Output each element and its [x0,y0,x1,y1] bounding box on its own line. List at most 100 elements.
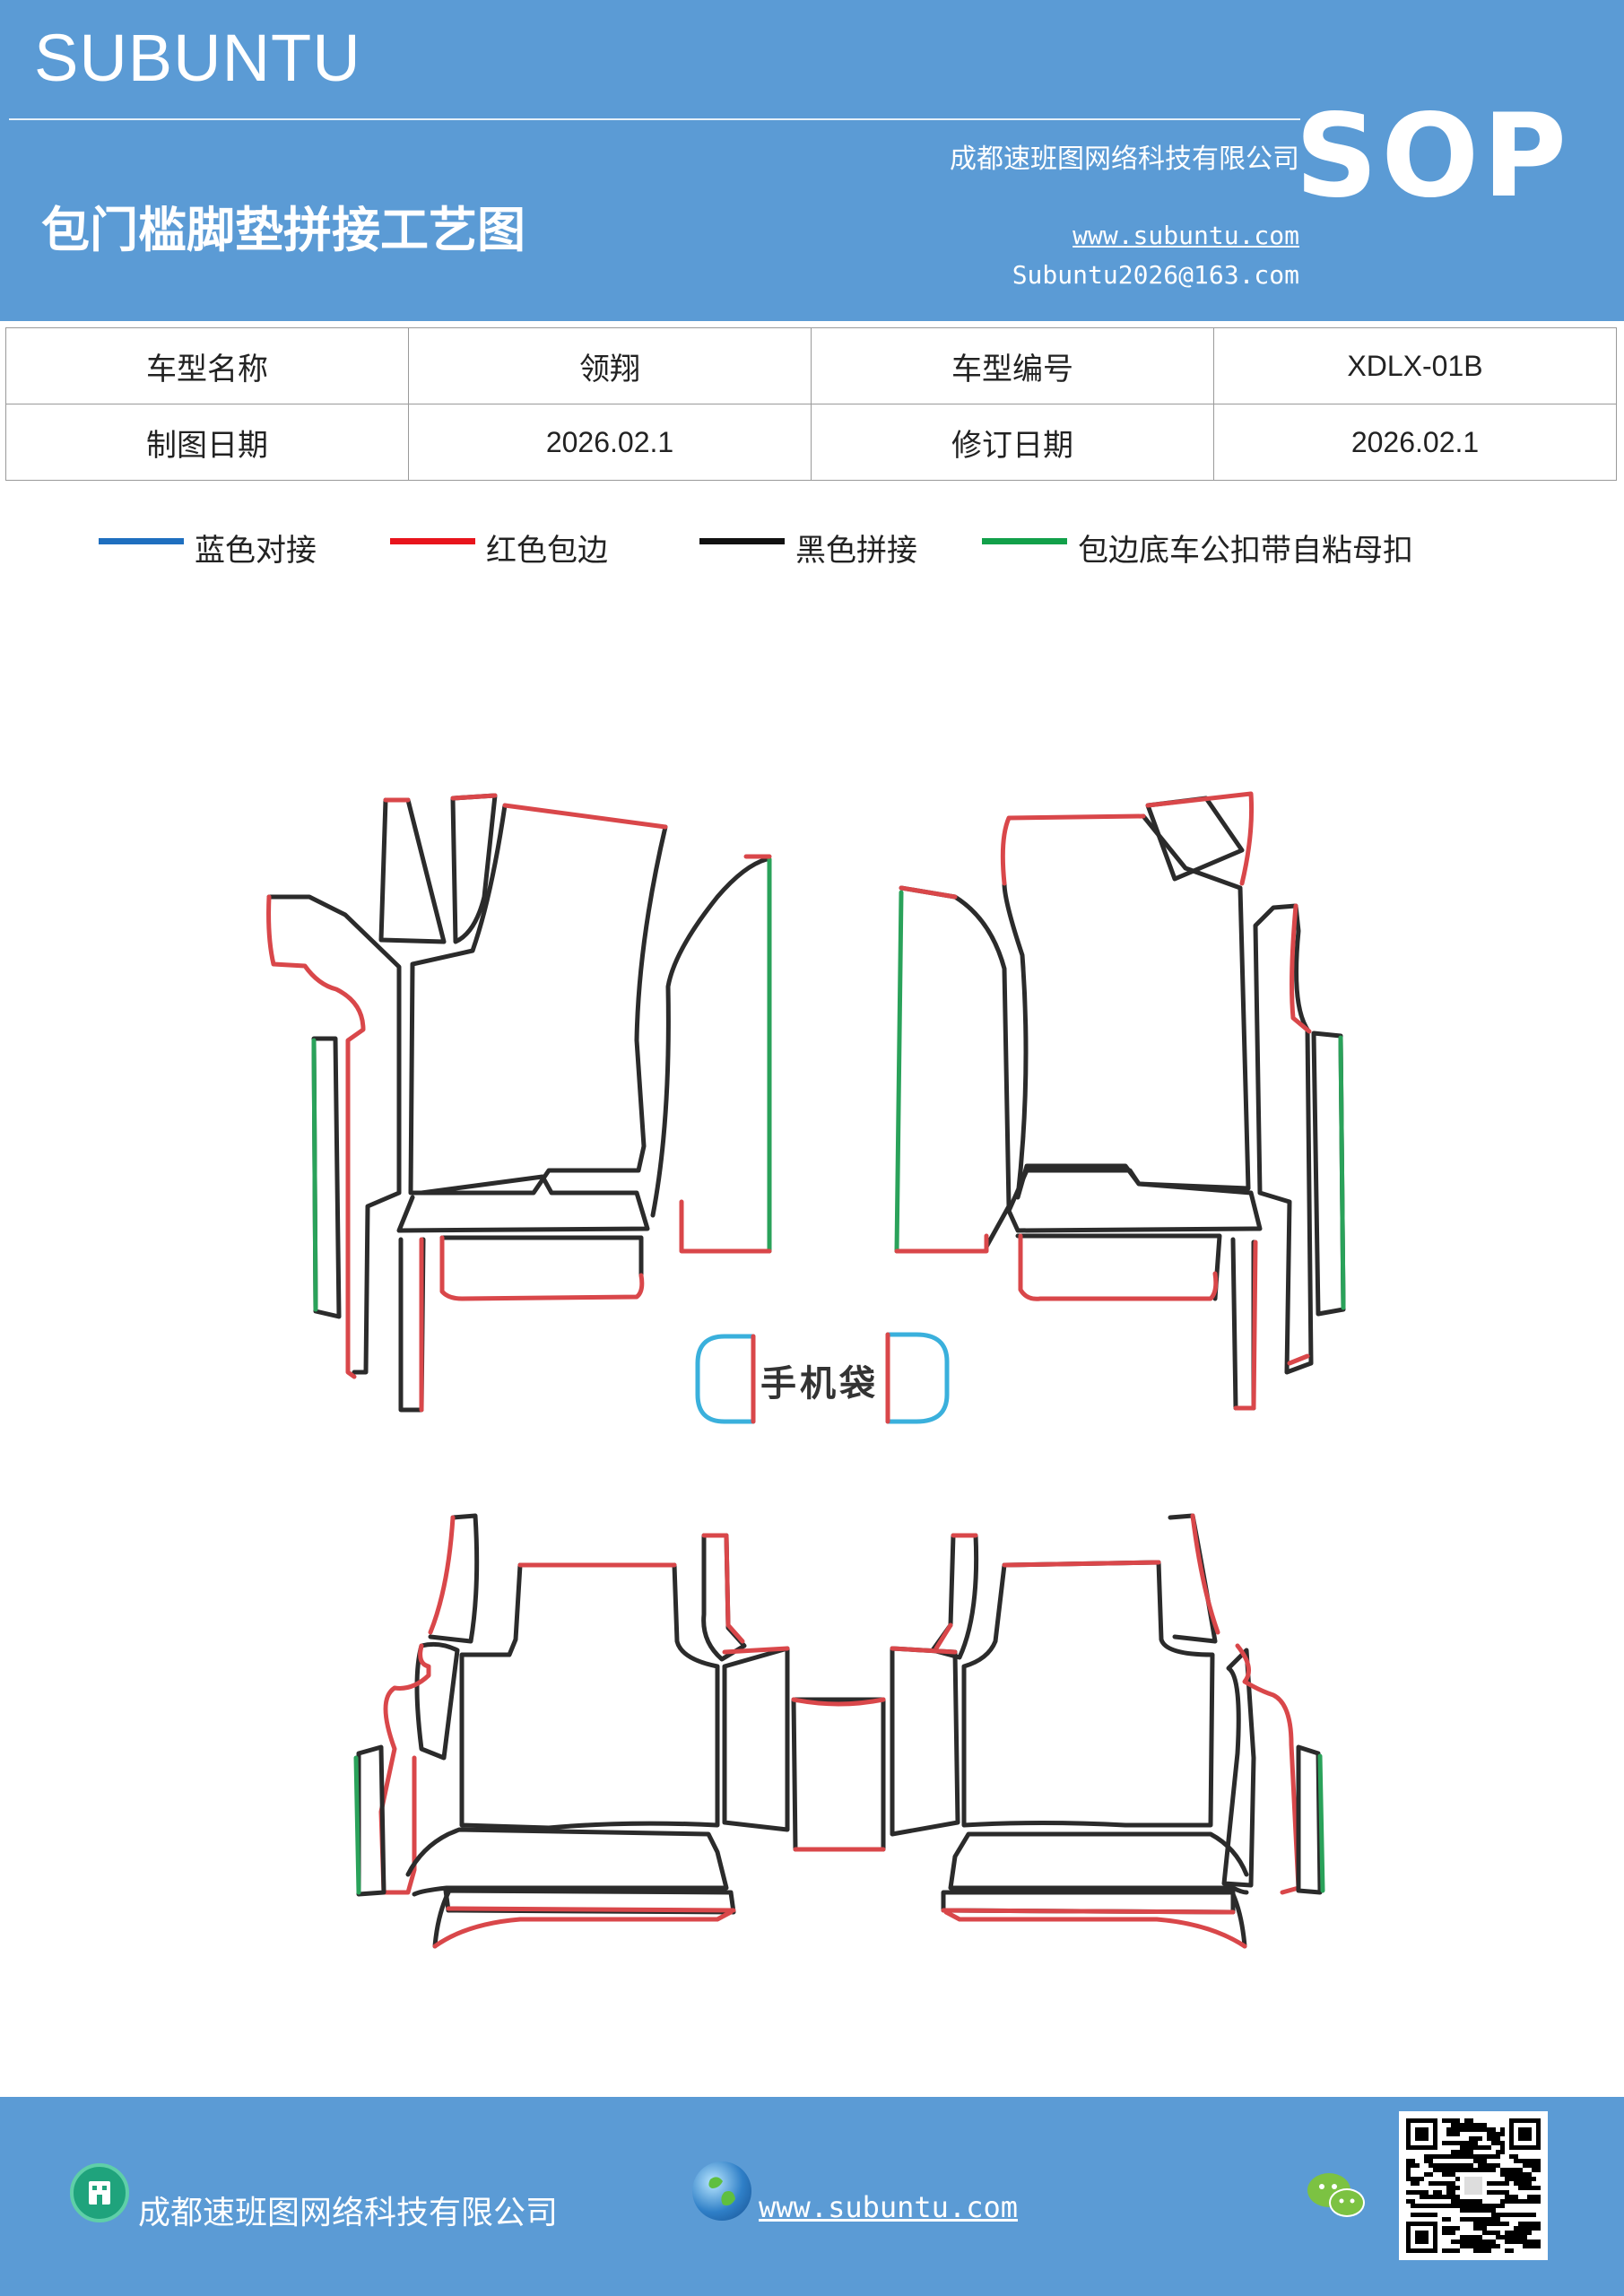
mat-piece [890,1646,958,1655]
mat-piece [1253,903,1314,1375]
mat-piece [701,1533,747,1662]
header-divider [9,118,1300,120]
mat-splicing-diagram: 手机袋 [0,574,1624,2081]
mat-piece [930,1533,979,1660]
mat-piece [266,894,402,1375]
mat-piece [1015,1233,1256,1411]
legend-item-black: 黑色拼接 [699,525,917,570]
mat-piece [650,857,769,1218]
mat-piece [1190,1513,1220,1635]
mat-piece [943,1909,1247,1949]
mat-piece [1296,1744,1323,1895]
mat-piece [890,1646,960,1837]
mat-piece [701,1533,745,1644]
legend-label: 黑色拼接 [795,532,917,569]
mat-piece [353,1755,361,1895]
revise-date-label: 修订日期 [811,404,1214,481]
mat-piece [378,797,447,944]
globe-icon [692,2161,751,2221]
mat-piece [266,894,366,1379]
phone-pocket-label: 手机袋 [760,1363,879,1405]
mat-piece [1235,1643,1301,1895]
mat-piece [1002,1560,1161,1568]
mat-piece [432,1890,451,1949]
model-name-value: 领翔 [408,327,812,404]
legend-label: 蓝色对接 [195,532,317,569]
legend-item-green: 包边底车公扣带自粘母扣 [982,525,1413,570]
legend-swatch-black [699,537,785,544]
footer-company: 成都速班图网络科技有限公司 [138,2195,559,2231]
stroke-legend: 蓝色对接 红色包边 黑色拼接 包边底车公扣带自粘母扣 [0,525,1624,570]
footer-website-link[interactable]: www.subuntu.com [759,2190,1018,2224]
brand-name: SUBUNTU [34,21,361,95]
sop-badge: SOP [1295,90,1570,223]
mat-piece [1168,1513,1218,1644]
mat-piece [428,1513,480,1644]
mat-piece [894,890,904,1254]
mat-piece [961,1560,1215,1828]
draw-date-value: 2026.02.1 [408,404,812,481]
mat-piece [679,1199,772,1254]
mat-piece [428,1515,456,1635]
model-code-label: 车型编号 [811,327,1214,404]
mat-piece [885,1332,950,1424]
mat-piece [1006,1168,1263,1233]
mat-piece [1338,1035,1346,1310]
mat-piece [432,1909,734,1949]
mat-piece [1317,1753,1325,1893]
mat-piece [722,1646,790,1832]
qr-code[interactable] [1399,2111,1548,2260]
table-row: 车型名称 领翔 车型编号 XDLX-01B [5,327,1617,404]
header-website-link[interactable]: www.subuntu.com [1073,221,1299,250]
model-code-value: XDLX-01B [1213,327,1617,404]
mat-piece [934,1533,978,1651]
mat-piece [408,803,668,1196]
mat-piece [722,1646,790,1655]
legend-label: 红色包边 [486,532,608,569]
mat-piece [502,803,668,830]
legend-swatch-blue [99,537,184,544]
mat-piece [378,1643,431,1895]
mat-piece [311,1038,318,1312]
mat-piece [459,1562,720,1831]
mat-piece [1002,813,1251,1200]
wechat-icon [1304,2169,1368,2222]
mat-piece [791,1697,886,1852]
table-row: 制图日期 2026.02.1 修订日期 2026.02.1 [5,404,1617,481]
mat-piece [1230,1892,1247,1949]
legend-swatch-red [390,537,475,544]
revise-date-value: 2026.02.1 [1213,404,1617,481]
mat-piece [446,1906,736,1913]
mat-piece [1018,1233,1258,1411]
mat-piece [695,1334,756,1424]
front-right-mat-group [894,791,1346,1411]
mat-piece [439,1235,644,1278]
mat-piece [1221,1648,1256,1888]
mat-piece [791,1697,886,1852]
header-banner: SUBUNTU 成都速班图网络科技有限公司 包门槛脚垫拼接工艺图 www.sub… [0,0,1624,321]
vehicle-info-table: 车型名称 领翔 车型编号 XDLX-01B 制图日期 2026.02.1 修订日… [5,327,1617,481]
mat-piece [1287,903,1312,1366]
mat-piece [1000,813,1146,886]
mat-piece [941,1908,1236,1915]
mat-piece [450,793,498,944]
document-title: 包门槛脚垫拼接工艺图 [41,202,525,258]
mat-piece [1145,791,1255,886]
legend-item-red: 红色包边 [390,525,608,570]
rear-left-mat-group [353,1513,790,1949]
mat-piece [405,1827,729,1897]
mat-piece [439,1235,645,1301]
rear-right-mat-group [890,1513,1325,1949]
mat-piece [396,1174,650,1233]
phone-pocket-group [695,1332,950,1424]
mat-piece [899,885,1012,1249]
footer-banner: 成都速班图网络科技有限公司 www.subuntu.com [0,2097,1624,2296]
mat-piece [899,885,958,900]
legend-item-blue: 蓝色对接 [99,525,317,570]
mat-piece [450,793,498,801]
mat-piece [894,1233,989,1254]
header-company: 成都速班图网络科技有限公司 [950,144,1299,175]
front-left-mat-group [266,793,772,1413]
legend-swatch-green [982,537,1067,544]
building-icon [70,2163,129,2222]
